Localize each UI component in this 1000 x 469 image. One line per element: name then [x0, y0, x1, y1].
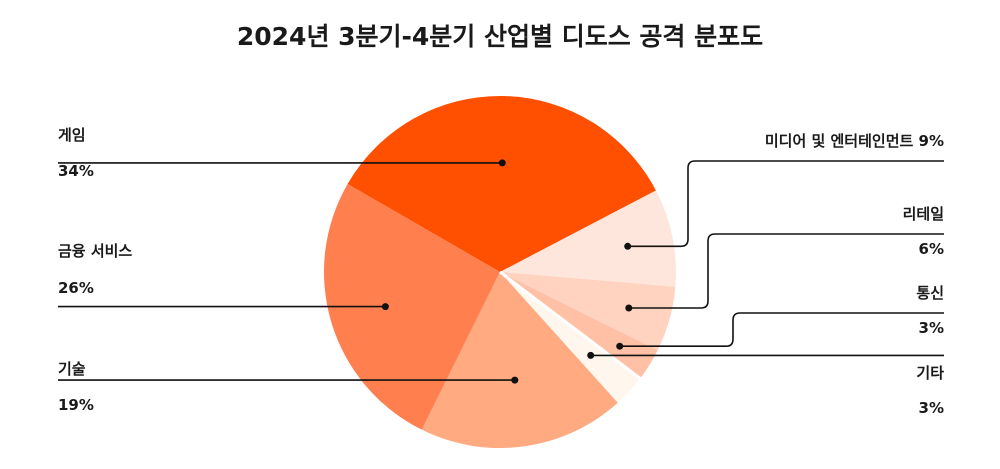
label-tech: 기술	[58, 360, 86, 378]
value-label-telecom: 3%	[919, 319, 944, 337]
value-label-retail: 6%	[919, 240, 944, 258]
label-game: 게임	[58, 126, 86, 144]
leader-lines	[58, 159, 944, 384]
leader-line-media-entertainment	[627, 160, 944, 248]
pie-slice-other	[500, 272, 641, 403]
pie-slice-media-entertainment	[500, 190, 676, 287]
label-telecom: 통신	[916, 284, 944, 302]
label-other: 기타	[916, 364, 944, 382]
value-label-tech: 19%	[58, 396, 94, 414]
leader-line-telecom	[619, 312, 944, 347]
pie-slices	[323, 96, 676, 449]
value-label-finance: 26%	[58, 279, 94, 297]
label-media-entertainment: 미디어 및 엔터테인먼트 9%	[765, 132, 944, 150]
leader-line-retail	[628, 233, 944, 309]
chart-title: 2024년 3분기-4분기 산업별 디도스 공격 분포도	[237, 22, 763, 51]
label-finance: 금융 서비스	[58, 242, 132, 260]
pie-slice-retail	[500, 272, 676, 351]
value-label-game: 34%	[58, 162, 94, 180]
slice-labels: 게임 34% 미디어 및 엔터테인먼트 9% 리테일 6% 통신 3% 기타 3% 기술 19% 금융…	[58, 126, 944, 417]
slice-separator	[499, 270, 643, 381]
pie-slice-tech	[421, 272, 618, 449]
pie-slice-finance	[323, 184, 500, 430]
label-retail: 리테일	[903, 205, 944, 223]
value-label-other: 3%	[919, 399, 944, 417]
pie-slice-game	[347, 96, 656, 273]
pie-slice-telecom	[500, 272, 658, 379]
